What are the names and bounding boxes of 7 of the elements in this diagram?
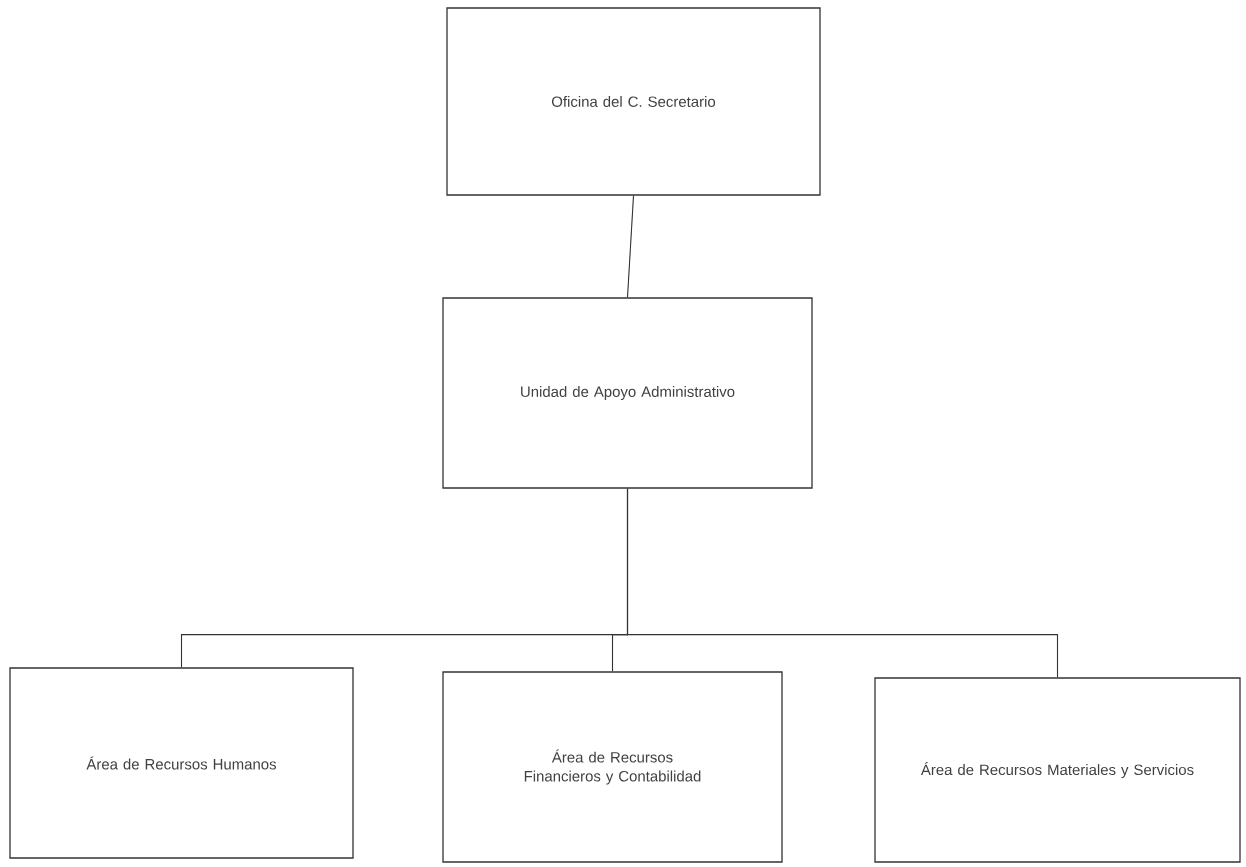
org-box: Área de Recursos Humanos	[9, 667, 354, 859]
connector-line	[626, 195, 635, 298]
connector-line	[626, 488, 1059, 678]
org-box: Área de Recursos Financieros y Contabilidad	[442, 671, 783, 863]
org-box: Unidad de Apoyo Administrativo	[442, 297, 813, 489]
org-box: Oficina del C. Secretario	[446, 7, 821, 196]
org-box: Área de Recursos Materiales y Servicios	[874, 677, 1241, 863]
